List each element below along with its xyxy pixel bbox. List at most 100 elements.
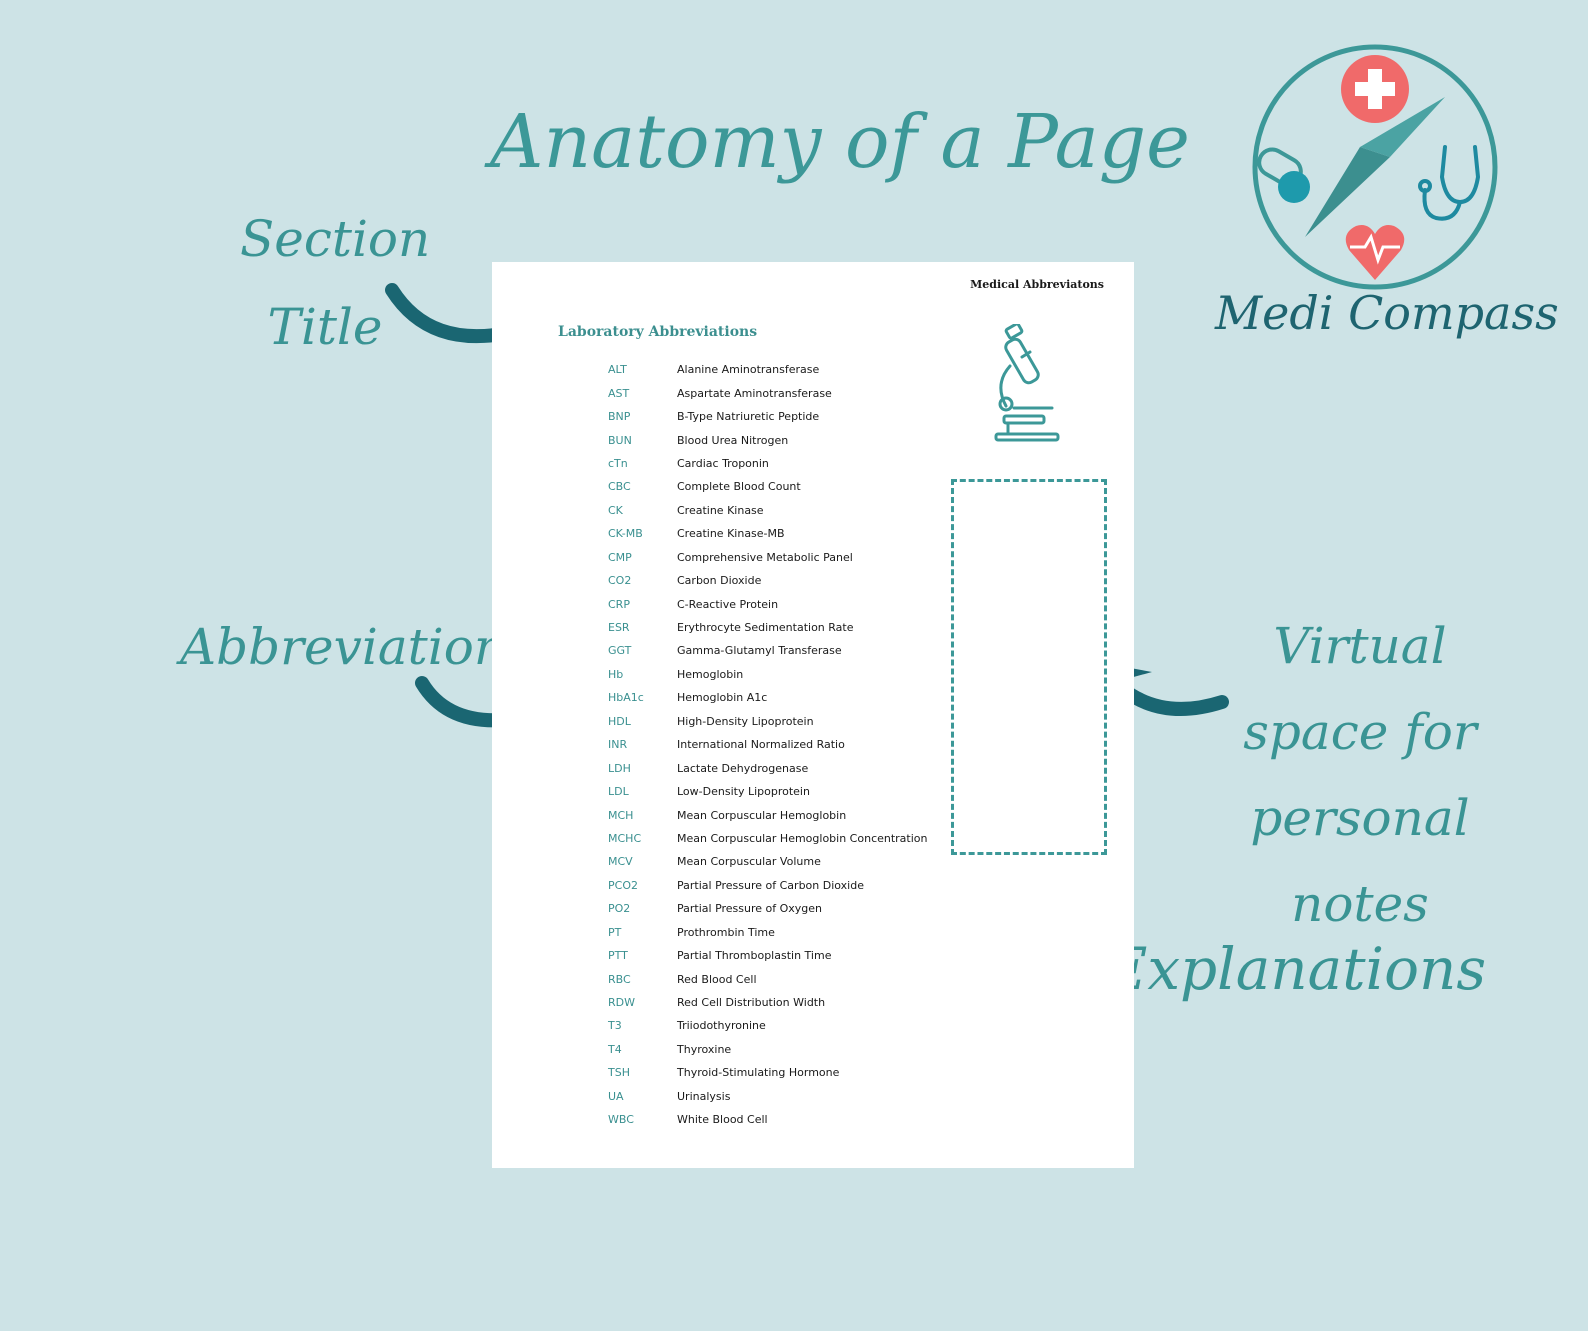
abbr-code: BUN — [608, 433, 632, 447]
abbr-desc: Partial Thromboplastin Time — [677, 949, 832, 963]
abbr-desc: Mean Corpuscular Volume — [677, 855, 821, 869]
abbr-desc: Prothrombin Time — [677, 925, 775, 939]
abbr-code: T4 — [608, 1042, 622, 1056]
list-item: RBC Red Blood Cell — [608, 967, 928, 990]
abbreviation-list: ALT Alanine Aminotransferase AST Aspartate… — [608, 358, 928, 1131]
abbr-code: MCV — [608, 855, 633, 869]
list-item: T4 Thyroxine — [608, 1038, 928, 1061]
abbr-code: CK — [608, 503, 623, 517]
main-title: Anatomy of a Page — [490, 99, 1190, 185]
list-item: BUN Blood Urea Nitrogen — [608, 428, 928, 451]
abbr-desc: Hemoglobin — [677, 667, 744, 681]
abbr-code: T3 — [608, 1019, 622, 1033]
abbr-code: ALT — [608, 363, 627, 377]
list-item: LDL Low-Density Lipoprotein — [608, 780, 928, 803]
abbr-code: BNP — [608, 410, 631, 424]
abbr-desc: Alanine Aminotransferase — [677, 363, 820, 377]
abbr-desc: Partial Pressure of Oxygen — [677, 902, 823, 916]
abbr-desc: White Blood Cell — [677, 1113, 768, 1127]
abbr-code: CO2 — [608, 574, 632, 588]
stethoscope-icon — [1418, 145, 1481, 221]
list-item: ALT Alanine Aminotransferase — [608, 358, 928, 381]
abbr-desc: Partial Pressure of Carbon Dioxide — [677, 878, 864, 892]
section-title-label: Section Title — [240, 210, 431, 356]
abbr-code: GGT — [608, 644, 632, 658]
abbr-code: HbA1c — [608, 691, 644, 705]
abbr-code: LDH — [608, 761, 631, 775]
abbr-code: PTT — [608, 949, 628, 963]
abbr-desc: Red Cell Distribution Width — [677, 996, 826, 1010]
abbr-desc: Creatine Kinase-MB — [677, 527, 785, 541]
abbr-code: CRP — [608, 597, 630, 611]
abbr-desc: Erythrocyte Sedimentation Rate — [677, 621, 854, 635]
explanations-label: Explanations — [1105, 935, 1487, 1003]
list-item: MCH Mean Corpuscular Hemoglobin — [608, 803, 928, 826]
page-header-title: Medical Abbreviatons — [970, 278, 1104, 291]
list-item: CO2 Carbon Dioxide — [608, 569, 928, 592]
list-item: Hb Hemoglobin — [608, 663, 928, 686]
list-item: T3 Triiodothyronine — [608, 1014, 928, 1037]
list-item: RDW Red Cell Distribution Width — [608, 991, 928, 1014]
abbr-desc: Urinalysis — [677, 1089, 731, 1103]
abbr-code: Hb — [608, 667, 624, 681]
pills-icon — [1257, 147, 1310, 203]
abbr-code: MCHC — [608, 831, 642, 845]
abbr-desc: Thyroxine — [677, 1042, 732, 1056]
abbr-desc: C-Reactive Protein — [677, 597, 779, 611]
abbr-desc: Blood Urea Nitrogen — [677, 433, 789, 447]
abbr-desc: Aspartate Aminotransferase — [677, 386, 832, 400]
list-item: CRP C-Reactive Protein — [608, 592, 928, 615]
list-item: MCV Mean Corpuscular Volume — [608, 850, 928, 873]
abbr-desc: International Normalized Ratio — [677, 738, 845, 752]
abbr-code: RBC — [608, 972, 631, 986]
virtual-space-label: Virtual space for personal notes — [1243, 617, 1477, 933]
abbr-code: CK-MB — [608, 527, 643, 541]
compass-needle-icon — [1305, 97, 1445, 237]
list-item: BNP B-Type Natriuretic Peptide — [608, 405, 928, 428]
abbr-code: UA — [608, 1089, 624, 1103]
abbr-desc: Mean Corpuscular Hemoglobin — [677, 808, 847, 822]
list-item: cTn Cardiac Troponin — [608, 452, 928, 475]
abbr-code: TSH — [608, 1066, 630, 1080]
abbr-desc: Carbon Dioxide — [677, 574, 762, 588]
abbr-code: ESR — [608, 621, 630, 635]
abbr-desc: Complete Blood Count — [677, 480, 801, 494]
abbr-desc: Thyroid-Stimulating Hormone — [677, 1066, 840, 1080]
notes-area — [951, 479, 1107, 855]
list-item: UA Urinalysis — [608, 1085, 928, 1108]
abbr-desc: B-Type Natriuretic Peptide — [677, 410, 820, 424]
abbr-code: MCH — [608, 808, 634, 822]
list-item: CK-MB Creatine Kinase-MB — [608, 522, 928, 545]
abbr-desc: Triiodothyronine — [677, 1019, 766, 1033]
list-item: ESR Erythrocyte Sedimentation Rate — [608, 616, 928, 639]
list-item: LDH Lactate Dehydrogenase — [608, 756, 928, 779]
abbr-code: cTn — [608, 456, 628, 470]
microscope-icon — [994, 324, 1060, 442]
abbr-desc: Gamma-Glutamyl Transferase — [677, 644, 842, 658]
brand-name: Medi Compass — [1215, 286, 1559, 340]
abbr-desc: Red Blood Cell — [677, 972, 757, 986]
abbr-desc: Low-Density Lipoprotein — [677, 785, 810, 799]
abbr-code: AST — [608, 386, 630, 400]
abbr-desc: Lactate Dehydrogenase — [677, 761, 809, 775]
list-item: PTT Partial Thromboplastin Time — [608, 944, 928, 967]
abbr-code: LDL — [608, 785, 629, 799]
abbr-code: HDL — [608, 714, 631, 728]
abbr-desc: Hemoglobin A1c — [677, 691, 768, 705]
abbr-code: CMP — [608, 550, 632, 564]
abbr-code: RDW — [608, 996, 635, 1010]
abbr-desc: High-Density Lipoprotein — [677, 714, 814, 728]
abbr-code: PT — [608, 925, 622, 939]
medi-compass-logo-icon — [1252, 44, 1498, 290]
page-section-title: Laboratory Abbreviations — [558, 324, 758, 340]
document-page: Medical Abbreviatons Laboratory Abbrevia… — [492, 262, 1134, 1168]
abbr-desc: Cardiac Troponin — [677, 456, 769, 470]
list-item: AST Aspartate Aminotransferase — [608, 381, 928, 404]
